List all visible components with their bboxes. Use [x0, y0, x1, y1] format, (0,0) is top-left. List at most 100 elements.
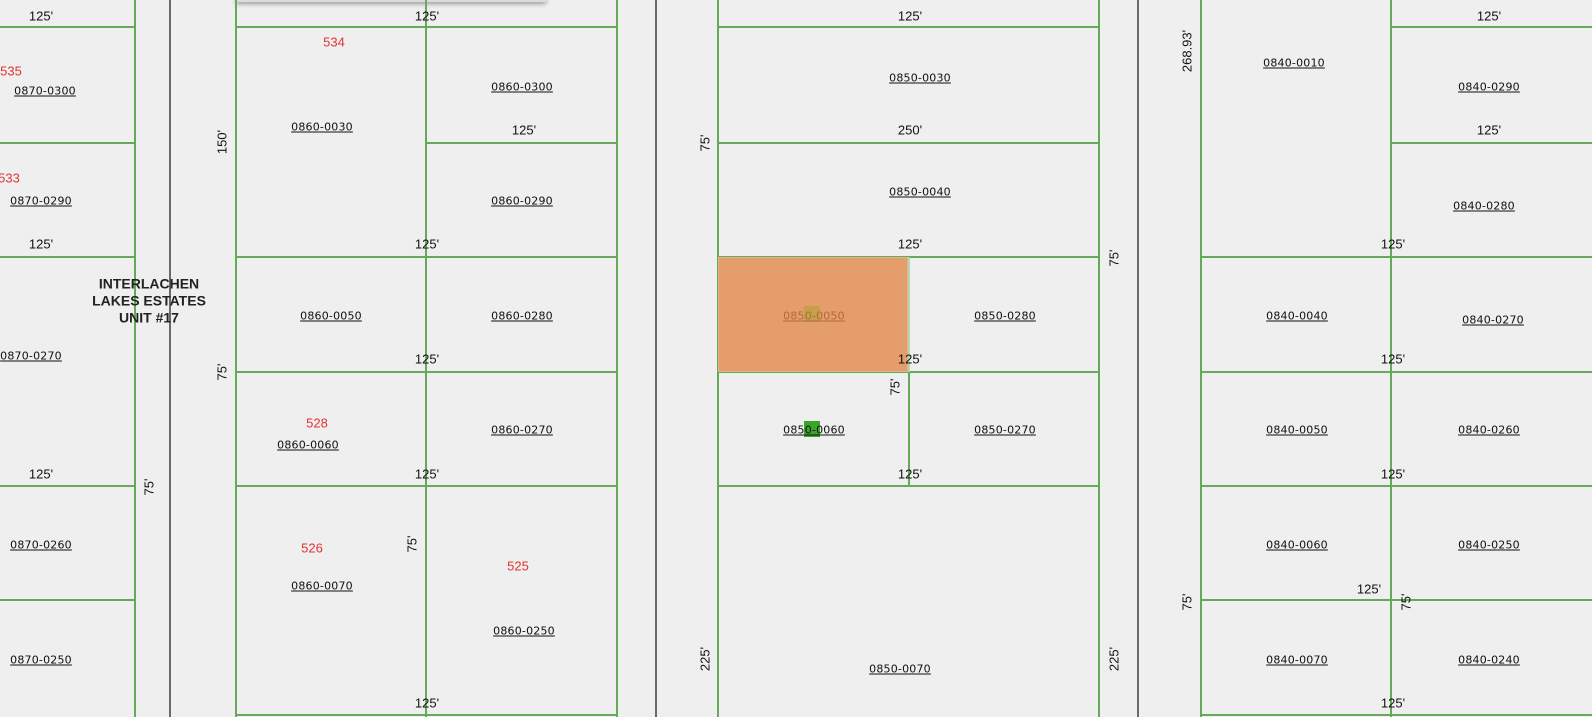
- parcel-line: [0, 26, 135, 28]
- dimension-label: 125': [1476, 8, 1502, 24]
- dimension-label: 75': [887, 378, 903, 396]
- lot-label[interactable]: 0840-0260: [1458, 423, 1520, 437]
- road-line: [169, 0, 171, 717]
- popup-shadow: [236, 0, 546, 2]
- address-label: 535: [0, 63, 22, 79]
- lot-label[interactable]: 0850-0070: [869, 662, 931, 676]
- dimension-label: 125': [897, 8, 923, 24]
- parcel-line: [0, 599, 135, 601]
- dimension-label: 268.93': [1179, 29, 1195, 73]
- lot-label[interactable]: 0840-0240: [1458, 653, 1520, 667]
- lot-label[interactable]: 0840-0250: [1458, 538, 1520, 552]
- lot-label[interactable]: 0860-0280: [491, 309, 553, 323]
- lot-label[interactable]: 0850-0030: [889, 71, 951, 85]
- dimension-label: 75': [1179, 593, 1195, 611]
- dimension-label: 125': [1380, 351, 1406, 367]
- lot-marker[interactable]: [804, 421, 820, 437]
- dimension-label: 125': [897, 351, 923, 367]
- parcel-line: [425, 142, 618, 144]
- lot-label[interactable]: 0850-0270: [974, 423, 1036, 437]
- dimension-label: 75': [404, 535, 420, 553]
- dimension-label: 75': [214, 363, 230, 381]
- parcel-line: [235, 371, 618, 373]
- parcel-line: [1390, 0, 1392, 717]
- dimension-label: 125': [1380, 466, 1406, 482]
- dimension-label: 250': [897, 122, 923, 138]
- parcel-line: [134, 0, 136, 717]
- parcel-line: [0, 485, 135, 487]
- dimension-label: 125': [28, 466, 54, 482]
- parcel-line: [1200, 599, 1592, 601]
- dimension-label: 125': [414, 236, 440, 252]
- dimension-label: 75': [1106, 249, 1122, 267]
- dimension-label: 150': [214, 129, 230, 155]
- dimension-label: 125': [414, 351, 440, 367]
- road-line: [1137, 0, 1139, 717]
- dimension-label: 125': [897, 466, 923, 482]
- road-line: [655, 0, 657, 717]
- dimension-label: 225': [1106, 646, 1122, 672]
- parcel-line: [235, 256, 618, 258]
- parcel-line: [235, 0, 237, 717]
- dimension-label: 75': [141, 478, 157, 496]
- lot-label[interactable]: 0840-0040: [1266, 309, 1328, 323]
- address-label: 528: [306, 415, 328, 431]
- dimension-label: 125': [897, 236, 923, 252]
- parcel-line: [717, 142, 1100, 144]
- lot-label[interactable]: 0860-0030: [291, 120, 353, 134]
- lot-label[interactable]: 0840-0070: [1266, 653, 1328, 667]
- subdivision-label: INTERLACHEN LAKES ESTATES UNIT #17: [92, 275, 206, 326]
- lot-label[interactable]: 0860-0250: [493, 624, 555, 638]
- lot-label[interactable]: 0860-0070: [291, 579, 353, 593]
- parcel-line: [235, 714, 618, 716]
- lot-label[interactable]: 0840-0280: [1453, 199, 1515, 213]
- lot-label[interactable]: 0850-0060: [783, 423, 845, 437]
- lot-label[interactable]: 0860-0290: [491, 194, 553, 208]
- dimension-label: 225': [697, 646, 713, 672]
- parcel-line: [1390, 142, 1592, 144]
- dimension-label: 125': [414, 695, 440, 711]
- lot-label[interactable]: 0870-0300: [14, 84, 76, 98]
- parcel-line: [425, 0, 427, 717]
- parcel-line: [235, 26, 618, 28]
- lot-label[interactable]: 0840-0050: [1266, 423, 1328, 437]
- selected-lot-marker[interactable]: [804, 306, 820, 322]
- lot-label[interactable]: 0860-0300: [491, 80, 553, 94]
- dimension-label: 125': [1380, 236, 1406, 252]
- lot-label[interactable]: 0850-0040: [889, 185, 951, 199]
- parcel-line: [0, 142, 135, 144]
- parcel-line: [1200, 256, 1592, 258]
- lot-label[interactable]: 0870-0260: [10, 538, 72, 552]
- lot-label[interactable]: 0870-0250: [10, 653, 72, 667]
- lot-label[interactable]: 0870-0290: [10, 194, 72, 208]
- lot-label[interactable]: 0860-0270: [491, 423, 553, 437]
- dimension-label: 75': [697, 134, 713, 152]
- selected-lot-label[interactable]: 0850-0050: [783, 309, 845, 323]
- parcel-line: [908, 371, 910, 487]
- parcel-line: [1390, 26, 1592, 28]
- lot-label[interactable]: 0870-0270: [0, 349, 62, 363]
- lot-label[interactable]: 0860-0050: [300, 309, 362, 323]
- parcel-line: [0, 256, 135, 258]
- parcel-line: [1200, 485, 1592, 487]
- lot-label[interactable]: 0840-0290: [1458, 80, 1520, 94]
- lot-label[interactable]: 0840-0010: [1263, 56, 1325, 70]
- dimension-label: 125': [1356, 581, 1382, 597]
- lot-label[interactable]: 0850-0280: [974, 309, 1036, 323]
- address-label: 533: [0, 170, 20, 186]
- parcel-line: [235, 485, 618, 487]
- parcel-line: [1200, 0, 1202, 717]
- lot-label[interactable]: 0860-0060: [277, 438, 339, 452]
- address-label: 526: [301, 540, 323, 556]
- dimension-label: 125': [28, 236, 54, 252]
- dimension-label: 75': [1398, 593, 1414, 611]
- address-label: 534: [323, 34, 345, 50]
- lot-label[interactable]: 0840-0060: [1266, 538, 1328, 552]
- lot-label[interactable]: 0840-0270: [1462, 313, 1524, 327]
- parcel-line: [616, 0, 618, 717]
- dimension-label: 125': [28, 8, 54, 24]
- parcel-line: [717, 26, 1100, 28]
- address-label: 525: [507, 558, 529, 574]
- dimension-label: 125': [414, 466, 440, 482]
